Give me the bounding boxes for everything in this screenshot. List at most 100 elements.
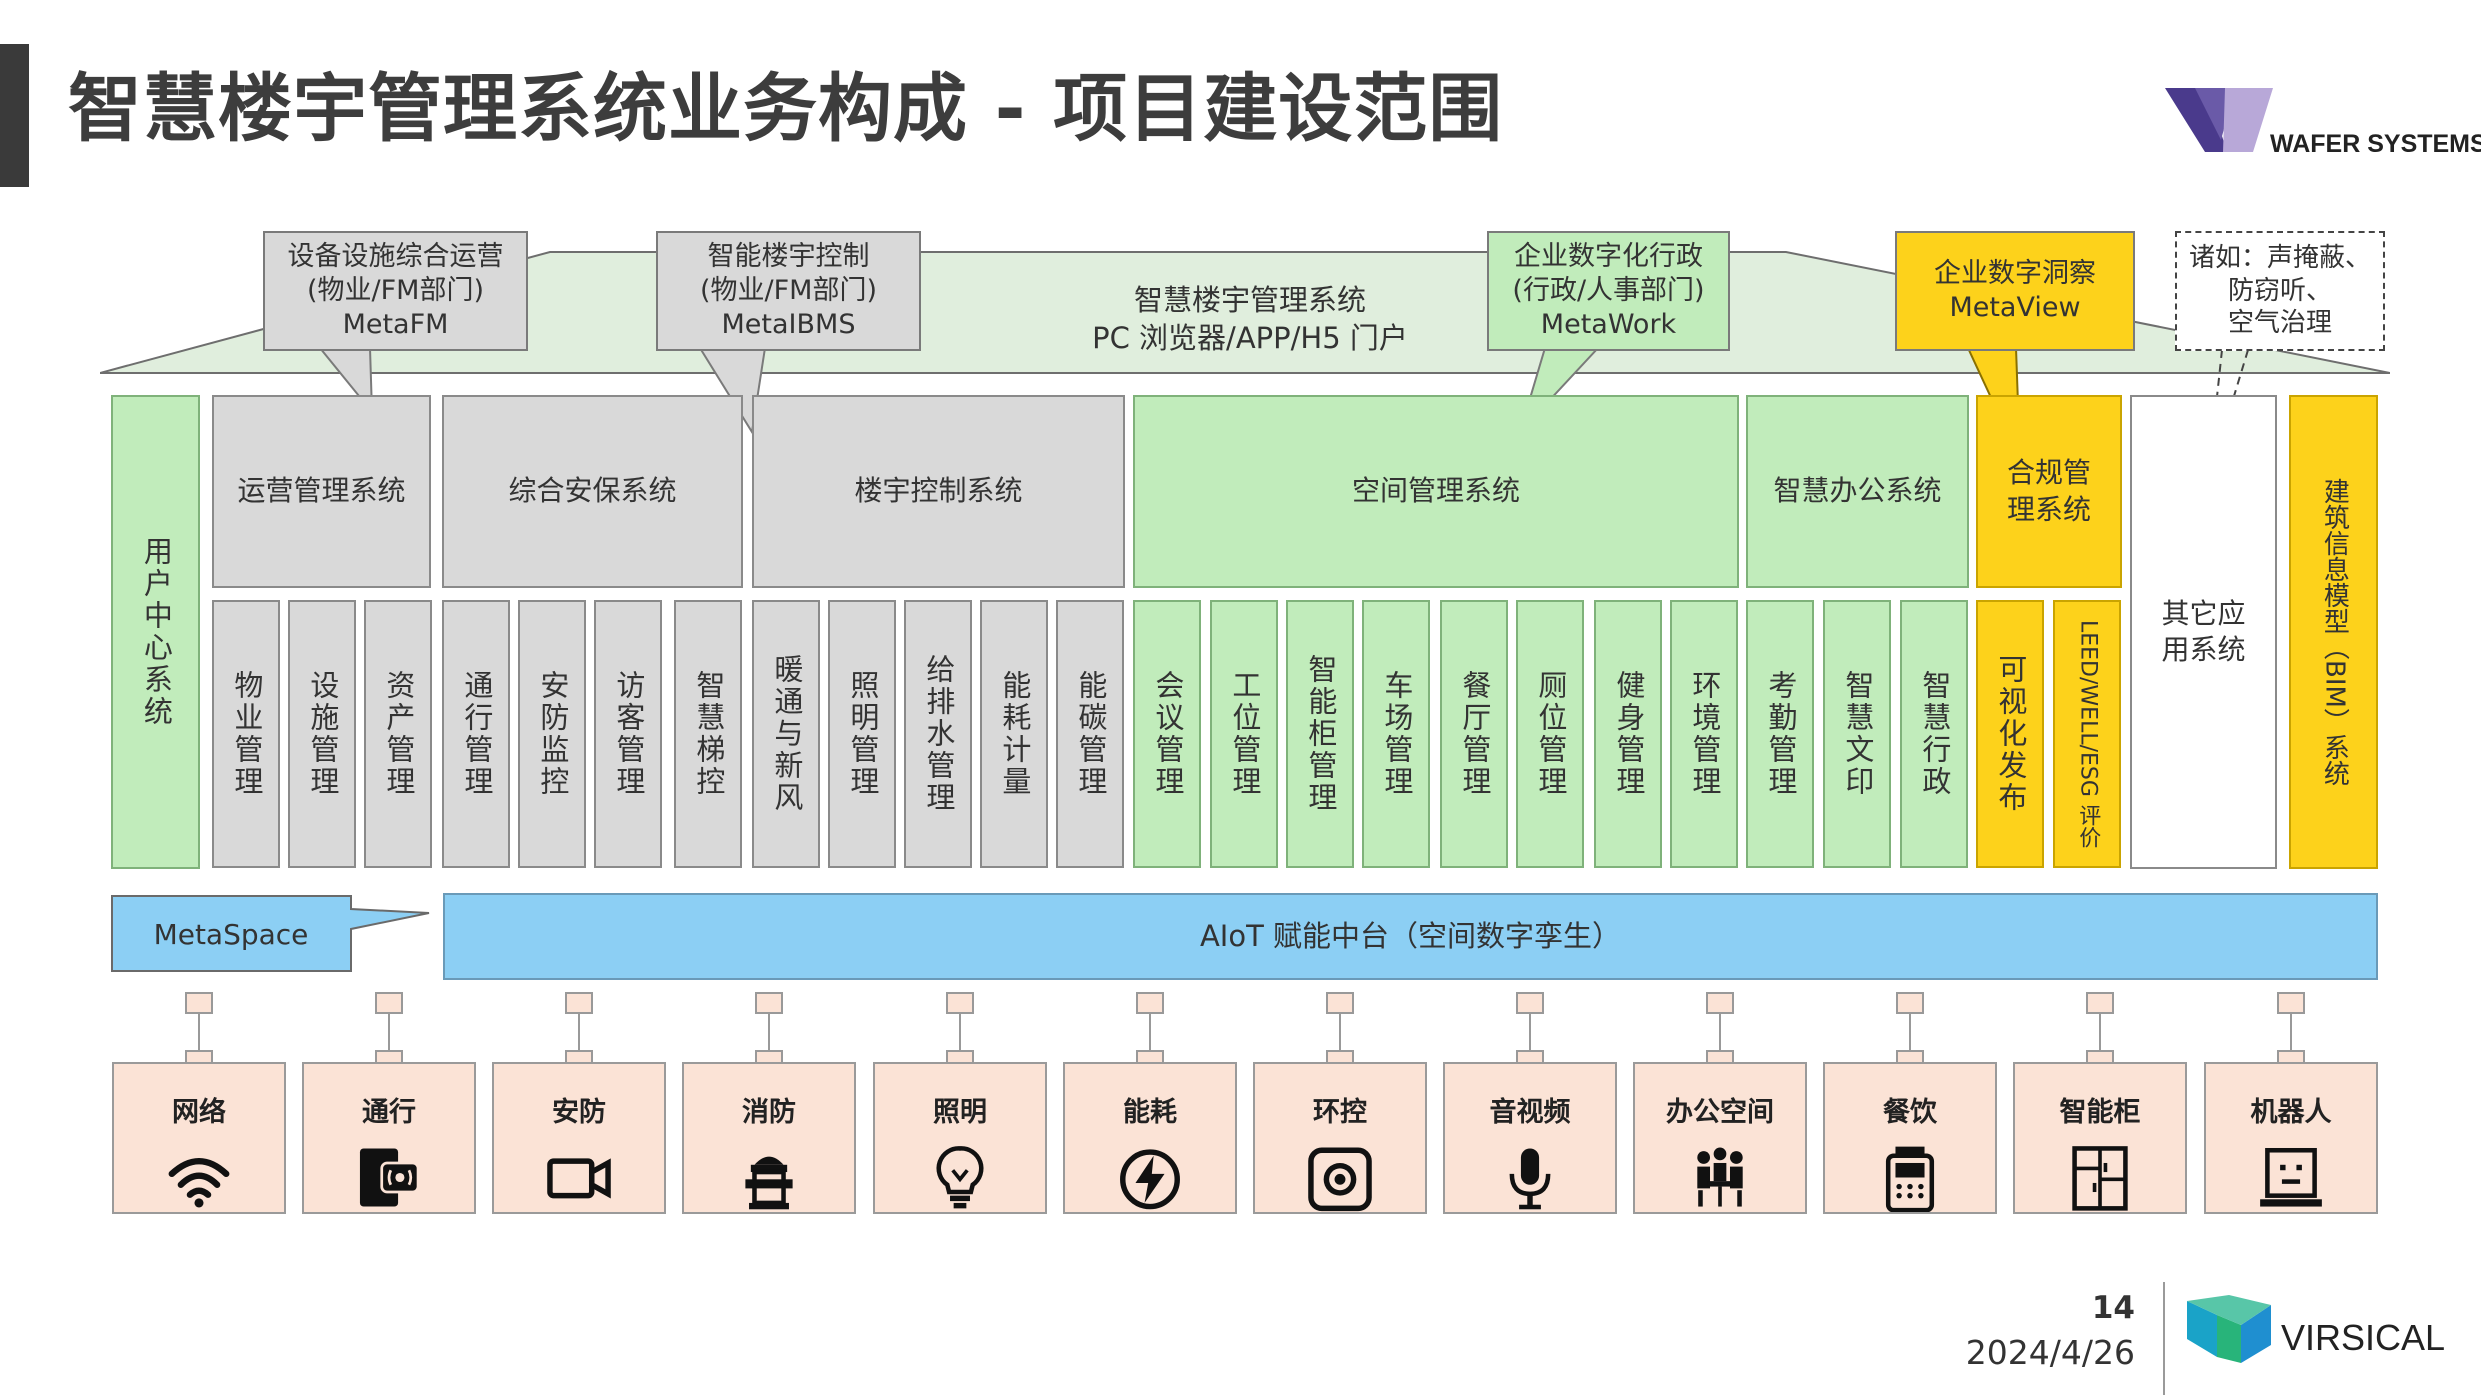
wafer-systems-logo: WAFER SYSTEMS <box>2165 82 2481 162</box>
callout-metawork-line3: MetaWork <box>1540 308 1677 340</box>
device-connector-line <box>1909 1014 1911 1050</box>
hydrant-icon <box>745 1156 793 1210</box>
device-connector-line <box>388 1014 390 1050</box>
device-connector-line <box>2099 1014 2101 1050</box>
device-box: 办公空间 <box>1633 1062 1807 1214</box>
module-water: 给排水管理 <box>904 600 972 868</box>
page-number: 14 <box>2091 1290 2135 1326</box>
space-management-system: 空间管理系统 <box>1133 395 1739 588</box>
device-connector-top <box>185 992 213 1014</box>
access-card-icon <box>359 1148 420 1207</box>
module-energy-metering: 能耗计量 <box>980 600 1048 868</box>
module-printing: 智慧文印 <box>1823 600 1891 868</box>
callout-metawork: 企业数字化行政 (行政/人事部门) MetaWork <box>1487 231 1730 351</box>
callout-metawork-line2: (行政/人事部门) <box>1512 275 1705 307</box>
callout-metawork-line1: 企业数字化行政 <box>1514 241 1703 273</box>
callout-metafm: 设备设施综合运营 (物业/FM部门) MetaFM <box>263 231 528 351</box>
device-connector-line <box>768 1014 770 1050</box>
module-fitness: 健身管理 <box>1594 600 1662 868</box>
wafer-logo-text: WAFER SYSTEMS <box>2270 130 2481 158</box>
device-box: 能耗 <box>1063 1062 1237 1214</box>
callout-other-line2: 防窃听、 <box>2227 275 2332 306</box>
date-label: 2024/4/26 <box>1965 1333 2135 1372</box>
device-label: 照明 <box>933 1097 987 1128</box>
module-leed-well-esg: LEED/WELL/ESG 评价 <box>2053 600 2121 868</box>
device-label: 音视频 <box>1489 1097 1571 1128</box>
aiot-platform: AIoT 赋能中台（空间数字孪生） <box>443 893 2378 980</box>
device-box: 通行 <box>302 1062 476 1214</box>
other-apps-system: 其它应用系统 <box>2130 395 2277 869</box>
virsical-logo-text: VIRSICAL <box>2281 1317 2446 1358</box>
module-restroom: 厕位管理 <box>1516 600 1584 868</box>
device-box: 网络 <box>112 1062 286 1214</box>
module-visual-publish: 可视化发布 <box>1976 600 2044 868</box>
callout-metaview-line1: 企业数字洞察 <box>1934 258 2096 290</box>
metaspace-callout <box>111 895 430 972</box>
device-connector-line <box>1719 1014 1721 1050</box>
callout-metaibms: 智能楼宇控制 (物业/FM部门) MetaIBMS <box>656 231 921 351</box>
module-admin: 智慧行政 <box>1900 600 1968 868</box>
page-title: 智慧楼宇管理系统业务构成 - 项目建设范围 <box>68 66 1504 152</box>
device-label: 环控 <box>1313 1097 1367 1128</box>
device-connector-top <box>1516 992 1544 1014</box>
device-label: 智能柜 <box>2059 1097 2141 1128</box>
wafer-logo-mark-icon <box>2165 88 2273 152</box>
device-connector-top <box>1896 992 1924 1014</box>
device-connector-top <box>2086 992 2114 1014</box>
module-locker: 智能柜管理 <box>1286 600 1354 868</box>
device-connector-top <box>565 992 593 1014</box>
callout-metafm-line2: (物业/FM部门) <box>307 275 484 307</box>
device-label: 通行 <box>362 1097 416 1128</box>
module-environment: 环境管理 <box>1670 600 1738 868</box>
callout-metaibms-line2: (物业/FM部门) <box>700 275 877 307</box>
security-system: 综合安保系统 <box>442 395 743 588</box>
callout-other-line1: 诸如：声掩蔽、 <box>2188 243 2371 274</box>
device-connector-line <box>959 1014 961 1050</box>
metaspace-label: MetaSpace <box>153 917 309 951</box>
device-box: 环控 <box>1253 1062 1427 1214</box>
ops-system: 运营管理系统 <box>212 395 431 588</box>
module-hvac: 暖通与新风 <box>752 600 820 868</box>
module-surveillance: 安防监控 <box>518 600 586 868</box>
portal-title: 智慧楼宇管理系统 <box>1133 283 1366 317</box>
module-elevator: 智慧梯控 <box>674 600 742 868</box>
smart-office-system: 智慧办公系统 <box>1746 395 1969 588</box>
module-lighting: 照明管理 <box>828 600 896 868</box>
device-connector-line <box>1339 1014 1341 1050</box>
device-label: 网络 <box>172 1097 226 1128</box>
module-attendance: 考勤管理 <box>1746 600 1814 868</box>
device-label: 办公空间 <box>1666 1097 1774 1128</box>
module-carbon: 能碳管理 <box>1056 600 1124 868</box>
device-label: 餐饮 <box>1883 1097 1937 1128</box>
callout-metaibms-line1: 智能楼宇控制 <box>707 241 870 273</box>
device-box: 音视频 <box>1443 1062 1617 1214</box>
portal-subtitle: PC 浏览器/APP/H5 门户 <box>1092 320 1408 355</box>
module-workstation: 工位管理 <box>1210 600 1278 868</box>
energy-icon <box>1120 1149 1180 1210</box>
callout-metafm-line3: MetaFM <box>342 308 449 340</box>
other-apps-label: 其它应用系统 <box>2161 596 2246 666</box>
module-canteen: 餐厅管理 <box>1440 600 1508 868</box>
device-connector-line <box>1149 1014 1151 1050</box>
device-box: 照明 <box>873 1062 1047 1214</box>
user-center-system: 用户中心系统 <box>111 395 200 869</box>
device-box: 消防 <box>682 1062 856 1214</box>
module-facility: 设施管理 <box>288 600 356 868</box>
wifi-icon <box>168 1158 230 1208</box>
device-connector-top <box>375 992 403 1014</box>
building-control-system: 楼宇控制系统 <box>752 395 1125 588</box>
device-connector-top <box>1326 992 1354 1014</box>
bim-system: 建筑信息模型（BIM）系统 <box>2289 395 2378 869</box>
bulb-icon <box>936 1146 984 1209</box>
device-box: 智能柜 <box>2013 1062 2187 1214</box>
device-box: 餐饮 <box>1823 1062 1997 1214</box>
callout-metaibms-line3: MetaIBMS <box>721 308 856 340</box>
callout-other-line3: 空气治理 <box>2227 308 2332 339</box>
device-connector-line <box>578 1014 580 1050</box>
device-connector-line <box>2290 1014 2292 1050</box>
compliance-system: 合规管理系统 <box>1976 395 2122 588</box>
device-connector-top <box>755 992 783 1014</box>
virsical-logo: VIRSICAL <box>2185 1295 2475 1380</box>
device-box: 机器人 <box>2204 1062 2378 1214</box>
callout-other-examples: 诸如：声掩蔽、 防窃听、 空气治理 <box>2175 231 2385 351</box>
